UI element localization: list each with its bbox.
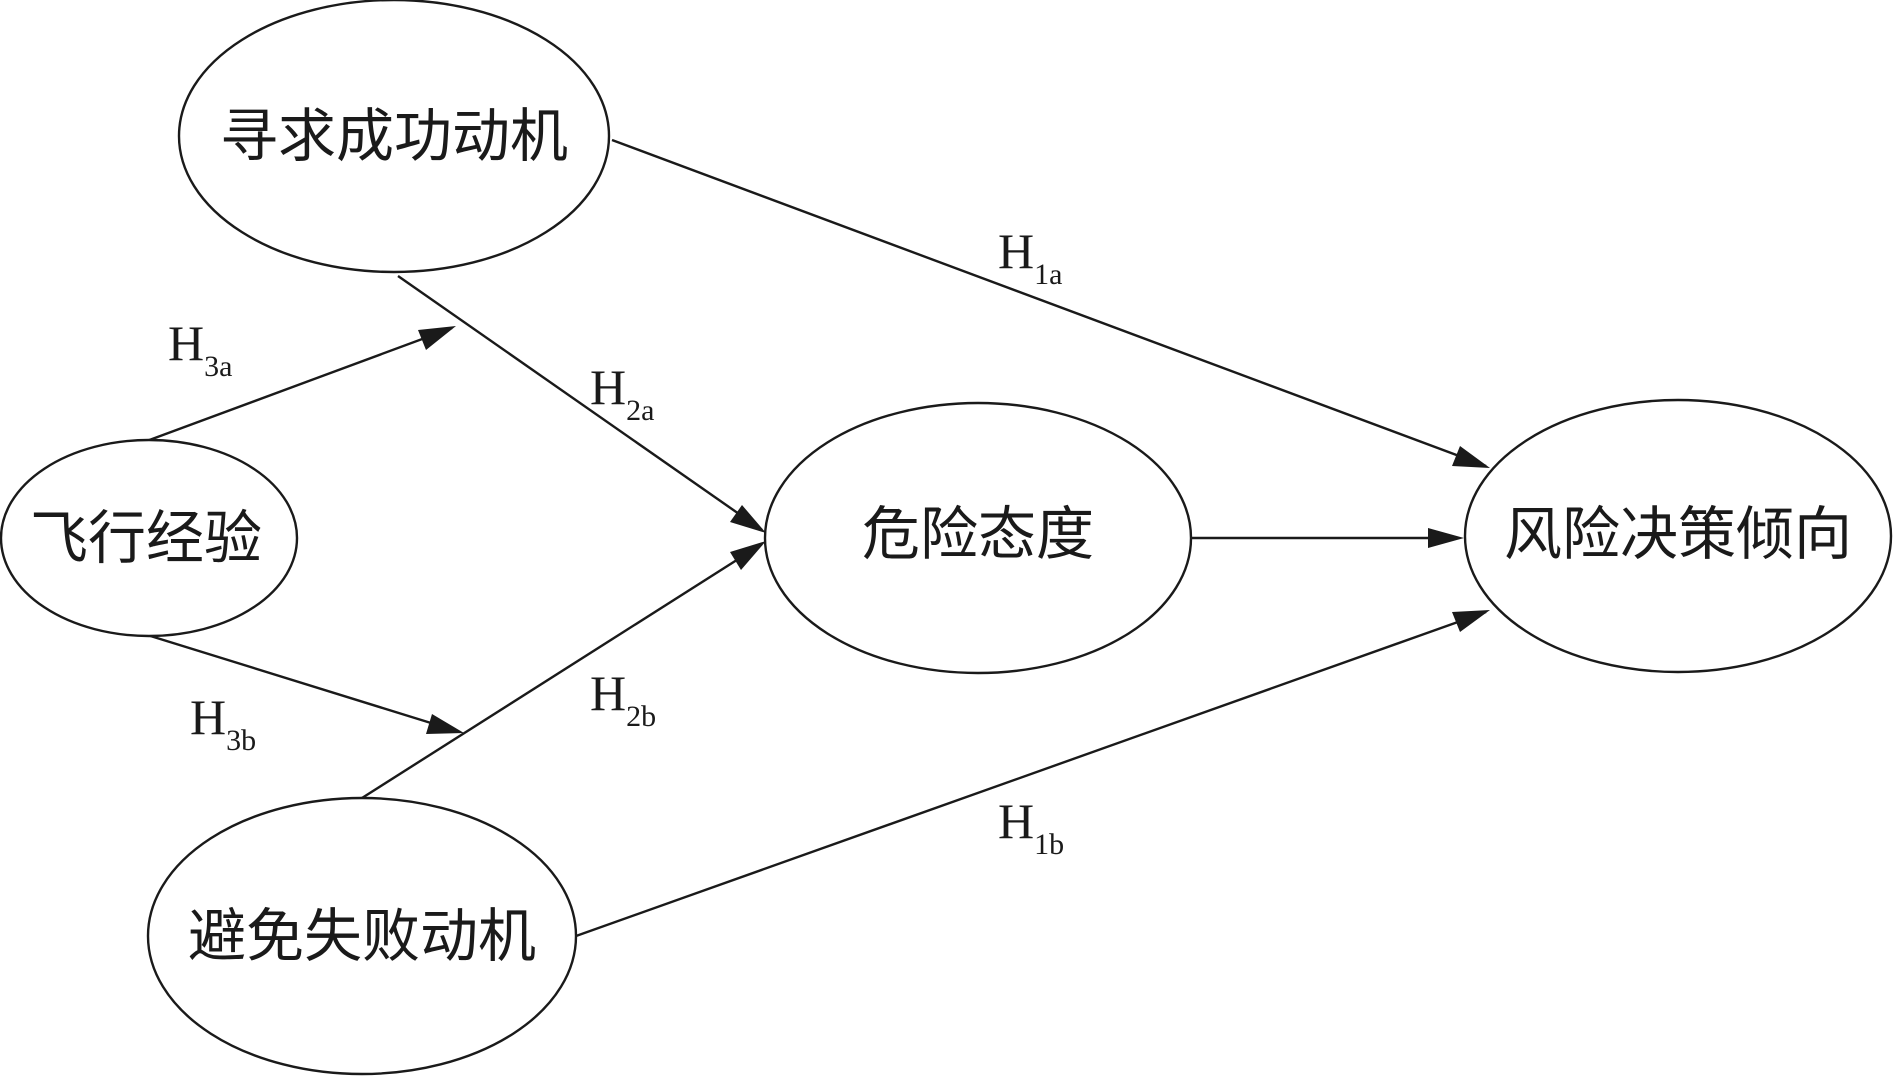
edge-label-h2a: H2a <box>590 359 654 427</box>
arrow-head-h3b <box>426 714 464 734</box>
edge-h2a-line <box>397 275 763 531</box>
edge-label-h1b: H1b <box>998 793 1064 861</box>
arrow-head-h1b <box>1452 610 1490 632</box>
arrow-head-h2b <box>730 541 766 570</box>
node-success-motive-label: 寻求成功动机 <box>220 102 568 170</box>
edge-h3a-line <box>143 326 453 444</box>
arrow-head-h2a <box>730 505 766 533</box>
edge-label-h3b: H3b <box>190 689 256 757</box>
node-flight-experience: 飞行经验 <box>0 438 299 638</box>
node-risk-tendency-label: 风险决策倾向 <box>1504 500 1852 568</box>
arrow-head-h1a <box>1452 446 1490 468</box>
node-flight-experience-label: 飞行经验 <box>30 504 262 572</box>
edge-label-h1a: H1a <box>998 223 1062 291</box>
arrow-head-attitude-risk <box>1428 528 1464 548</box>
edge-label-h3a: H3a <box>168 315 232 383</box>
node-success-motive: 寻求成功动机 <box>177 0 611 274</box>
edges <box>143 138 1487 938</box>
node-failure-motive-label: 避免失败动机 <box>188 902 536 970</box>
edge-h1b-line <box>575 610 1487 938</box>
arrow-head-h3a <box>418 326 456 350</box>
arrow-heads <box>418 326 1490 734</box>
node-risk-tendency: 风险决策倾向 <box>1463 398 1893 674</box>
node-failure-motive: 避免失败动机 <box>146 796 578 1076</box>
edge-h2b-line <box>361 542 763 800</box>
node-hazard-attitude: 危险态度 <box>763 401 1193 675</box>
edge-h3b-line <box>143 632 461 734</box>
edge-label-h2b: H2b <box>590 665 656 733</box>
edge-h1a-line <box>611 138 1487 468</box>
node-hazard-attitude-label: 危险态度 <box>862 500 1094 568</box>
